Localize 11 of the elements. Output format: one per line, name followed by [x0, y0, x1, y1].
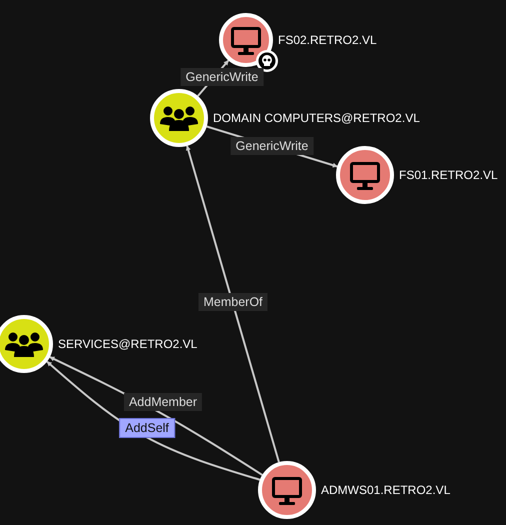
- edge-label: GenericWrite: [180, 68, 264, 86]
- node-label: DOMAIN COMPUTERS@RETRO2.VL: [213, 111, 420, 125]
- node-label: FS01.RETRO2.VL: [399, 168, 498, 182]
- arrow: [186, 145, 280, 462]
- node-label: SERVICES@RETRO2.VL: [58, 337, 198, 351]
- node-label: ADMWS01.RETRO2.VL: [321, 483, 450, 497]
- edge-label: GenericWrite: [230, 137, 314, 155]
- node-label: FS02.RETRO2.VL: [278, 33, 377, 47]
- edge-label: AddSelf: [119, 418, 175, 438]
- edge-label: MemberOf: [198, 293, 268, 311]
- edge-label: AddMember: [124, 393, 202, 411]
